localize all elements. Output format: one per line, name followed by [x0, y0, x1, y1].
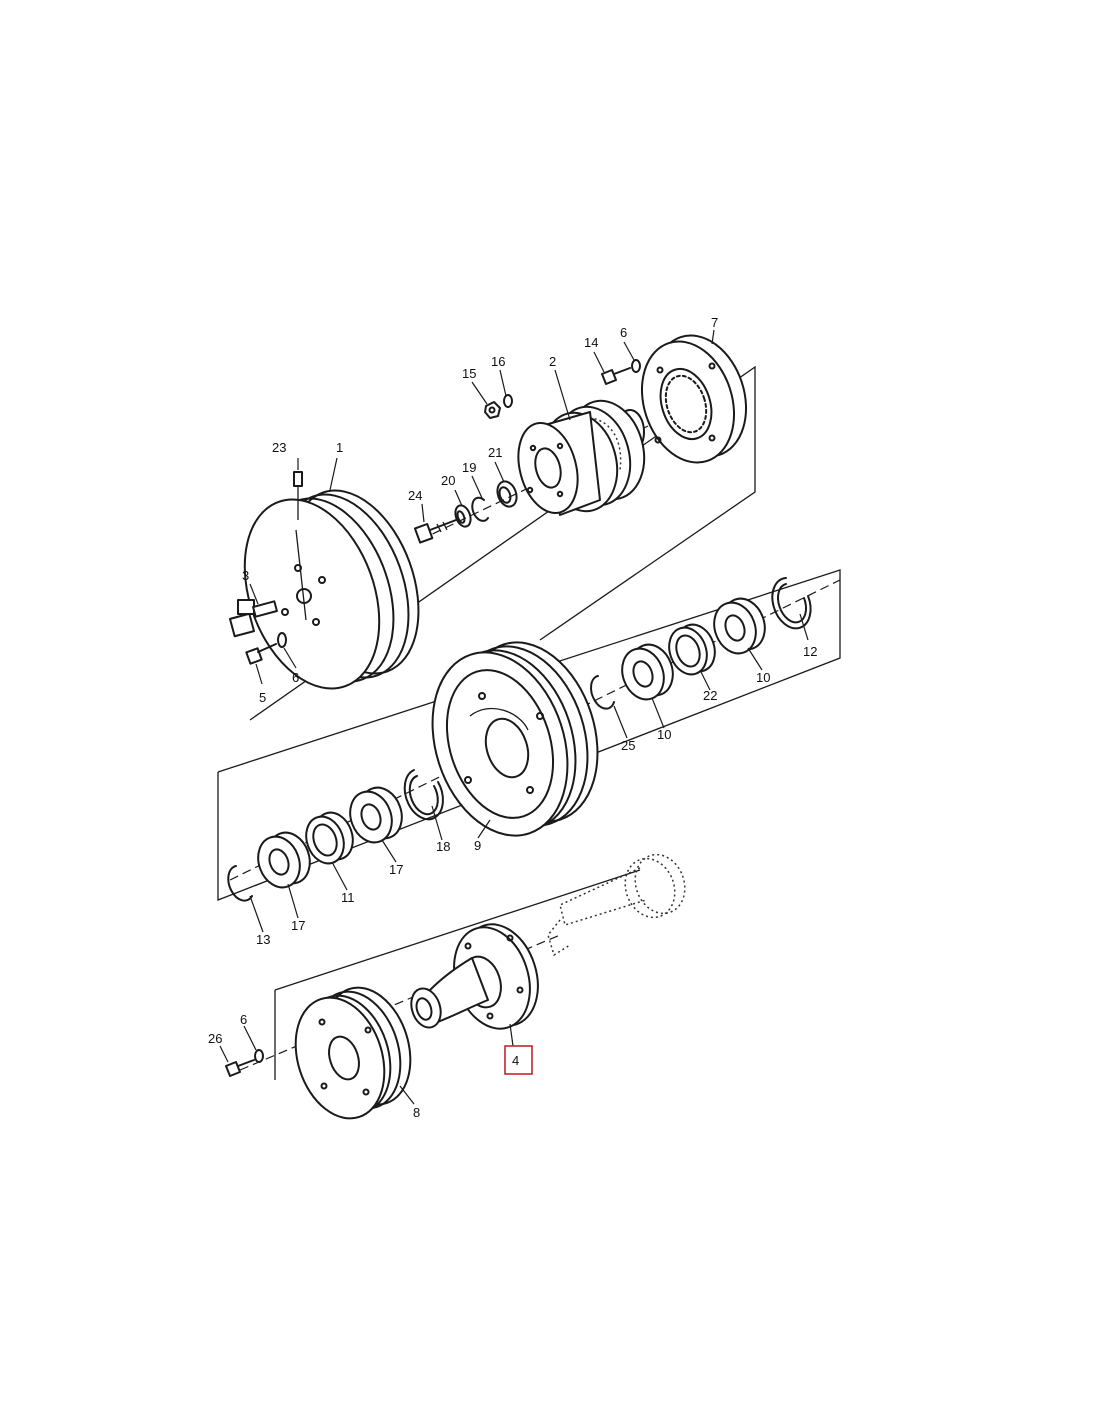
- label-part-15[interactable]: 15: [462, 366, 476, 381]
- label-part-9[interactable]: 9: [474, 838, 481, 853]
- label-part-13[interactable]: 13: [256, 932, 270, 947]
- label-part-16[interactable]: 16: [491, 354, 505, 369]
- nut-part-15[interactable]: [484, 401, 501, 419]
- bearing-part-10-middle[interactable]: [615, 639, 679, 706]
- snapring-part-12[interactable]: [771, 577, 812, 630]
- label-part-23[interactable]: 23: [272, 440, 286, 455]
- lockwasher-part-6-top[interactable]: [631, 359, 641, 373]
- label-part-6-top[interactable]: 6: [620, 325, 627, 340]
- part-labels: 23 1 3 5 6 24 20 19 21 15 16 2 14 6 7 12…: [208, 315, 817, 1120]
- label-part-17-middle[interactable]: 17: [389, 862, 403, 877]
- label-part-10-middle[interactable]: 10: [657, 727, 671, 742]
- label-part-12[interactable]: 12: [803, 644, 817, 659]
- bearing-part-10-right[interactable]: [707, 593, 771, 660]
- label-part-24[interactable]: 24: [408, 488, 422, 503]
- label-part-6-upper[interactable]: 6: [292, 670, 299, 685]
- label-part-3[interactable]: 3: [242, 568, 249, 583]
- label-part-1[interactable]: 1: [336, 440, 343, 455]
- bolt-part-5[interactable]: [245, 643, 277, 665]
- spacer-part-11[interactable]: [300, 807, 359, 868]
- label-part-4[interactable]: 4: [512, 1053, 519, 1068]
- pin-part-23[interactable]: [293, 471, 303, 520]
- pulley-part-9[interactable]: [410, 625, 619, 853]
- label-part-22[interactable]: 22: [703, 688, 717, 703]
- ring-part-19[interactable]: [471, 496, 489, 522]
- label-part-10-right[interactable]: 10: [756, 670, 770, 685]
- bolt-part-14[interactable]: [601, 367, 631, 385]
- label-part-6-lower[interactable]: 6: [240, 1012, 247, 1027]
- flange-part-7[interactable]: [627, 323, 761, 474]
- bearing-part-17-middle[interactable]: [343, 782, 408, 849]
- label-part-25[interactable]: 25: [621, 738, 635, 753]
- snapring-part-13[interactable]: [227, 865, 253, 902]
- washer-part-6-upper[interactable]: [277, 632, 287, 648]
- flanged-hub-part-4[interactable]: [407, 914, 551, 1038]
- label-part-14[interactable]: 14: [584, 335, 598, 350]
- label-part-26[interactable]: 26: [208, 1031, 222, 1046]
- snapring-part-18[interactable]: [403, 769, 444, 821]
- label-part-11[interactable]: 11: [341, 890, 355, 905]
- pulley-part-8[interactable]: [281, 977, 425, 1130]
- label-part-19[interactable]: 19: [462, 460, 476, 475]
- elbow-fitting-part-3[interactable]: [229, 599, 278, 638]
- label-part-20[interactable]: 20: [441, 473, 455, 488]
- washer-part-6-lower[interactable]: [254, 1049, 264, 1063]
- seal-part-21[interactable]: [494, 479, 520, 510]
- pulley-part-1[interactable]: [220, 473, 442, 707]
- highlight-box-part-4: [504, 1045, 533, 1075]
- snapring-part-25[interactable]: [590, 675, 615, 710]
- callout-leaders: [219, 329, 809, 1105]
- bearing-part-17-left[interactable]: [251, 827, 316, 894]
- label-part-21[interactable]: 21: [488, 445, 502, 460]
- label-part-8[interactable]: 8: [413, 1105, 420, 1120]
- lockwasher-part-16[interactable]: [503, 394, 513, 408]
- hub-part-2[interactable]: [509, 392, 655, 519]
- label-part-2[interactable]: 2: [549, 354, 556, 369]
- label-part-18[interactable]: 18: [436, 839, 450, 854]
- label-part-17-left[interactable]: 17: [291, 918, 305, 933]
- bolt-part-24[interactable]: [413, 519, 457, 544]
- label-part-7[interactable]: 7: [711, 315, 718, 330]
- label-part-5[interactable]: 5: [259, 690, 266, 705]
- spacer-part-22[interactable]: [663, 619, 721, 679]
- bolt-part-26[interactable]: [225, 1059, 255, 1077]
- washer-part-20[interactable]: [453, 503, 474, 528]
- shaft-reference-outline: [547, 853, 686, 957]
